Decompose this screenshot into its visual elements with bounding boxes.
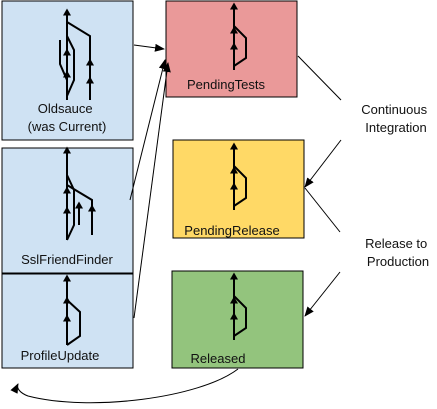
commit-graph-icon bbox=[230, 142, 247, 210]
branch-label-line: Oldsauce bbox=[38, 101, 93, 116]
stage-pending-tests-label: PendingTests bbox=[187, 77, 266, 92]
arrow-ci-upper bbox=[297, 55, 342, 101]
arrow-ci-to-pending-release bbox=[304, 139, 342, 188]
transition-release-to-production-label: Release to Production bbox=[365, 236, 431, 269]
arrow-released-to-profile-update bbox=[10, 368, 239, 404]
branch-oldsauce-label: Oldsauce (was Current) bbox=[28, 101, 107, 134]
arrow-profile-update-to-pending-tests bbox=[133, 62, 171, 319]
stage-released-label: Released bbox=[191, 351, 246, 366]
branch-ssl-friend-finder: SslFriendFinder bbox=[1, 146, 134, 274]
stage-pending-tests: PendingTests bbox=[165, 0, 298, 98]
commit-graph-icon bbox=[230, 2, 247, 70]
transition-label-line: Production bbox=[367, 254, 429, 269]
commit-graph-icon bbox=[63, 274, 81, 346]
transition-label-line: Release to bbox=[365, 236, 427, 251]
arrow-ssl-friend-finder-to-pending-tests bbox=[129, 59, 167, 201]
transition-label-line: Continuous bbox=[361, 102, 427, 117]
stage-pending-release-box bbox=[172, 139, 305, 239]
arrow-release-to-released bbox=[304, 271, 341, 317]
stage-pending-release: PendingRelease bbox=[172, 139, 305, 239]
arrow-oldsauce-to-pending-tests bbox=[133, 43, 165, 52]
branch-oldsauce: Oldsauce (was Current) bbox=[1, 0, 134, 141]
commit-graph-icon bbox=[230, 272, 247, 340]
commit-graph-icon bbox=[63, 146, 96, 241]
branch-label-line: (was Current) bbox=[28, 119, 107, 134]
connector-arrows bbox=[10, 43, 342, 404]
transition-continuous-integration-label: Continuous Integration bbox=[361, 102, 430, 135]
stage-released: Released bbox=[171, 270, 304, 369]
stage-released-box bbox=[171, 270, 304, 369]
branch-profile-update: ProfileUpdate bbox=[1, 273, 134, 369]
commit-graph-icon bbox=[59, 8, 94, 100]
stage-pending-release-label: PendingRelease bbox=[184, 223, 279, 238]
arrow-release-upper bbox=[304, 187, 341, 233]
transition-label-line: Integration bbox=[365, 120, 426, 135]
branch-ssl-friend-finder-label: SslFriendFinder bbox=[21, 252, 113, 267]
branch-profile-update-label: ProfileUpdate bbox=[21, 348, 100, 363]
